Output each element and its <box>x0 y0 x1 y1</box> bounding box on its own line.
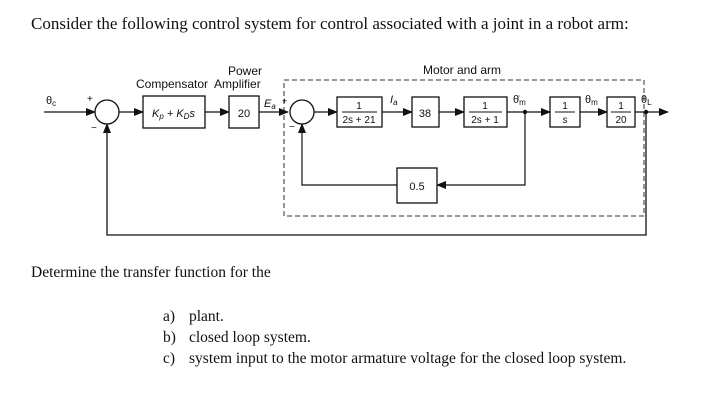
outer-feedback-path <box>103 112 647 236</box>
mechanical-num: 1 <box>482 101 488 112</box>
mechanical-den: 2s + 1 <box>471 115 499 126</box>
theta-m-label: θm <box>585 94 598 107</box>
theta-m-dot-label: θ̇m <box>513 94 526 107</box>
amplifier-gain: 20 <box>238 108 250 120</box>
question-a-label: a) <box>163 308 176 325</box>
inner-feedback-path-right <box>436 112 526 189</box>
question-b: b) closed loop system. <box>163 327 626 348</box>
compensator-tf: Kp + KDs <box>152 108 195 121</box>
ea-label: Ea <box>264 98 276 111</box>
question-a-text: plant. <box>189 308 224 325</box>
power-label: Power <box>228 64 262 78</box>
theta-l-label: θL <box>641 94 652 107</box>
summing-junction-2 <box>289 99 315 125</box>
sum2-minus: − <box>289 122 295 133</box>
question-c-label: c) <box>163 350 176 367</box>
inner-feedback-path-left <box>298 123 397 186</box>
block-diagram: Power Compensator Amplifier Motor and ar… <box>44 63 669 236</box>
sum1-plus: + <box>87 94 93 105</box>
question-c: c) system input to the motor armature vo… <box>163 348 626 369</box>
sum1-minus: − <box>91 123 97 134</box>
armature-num: 1 <box>356 101 362 112</box>
integrator-num: 1 <box>562 101 568 112</box>
question-a: a) plant. <box>163 306 626 327</box>
motor-and-arm-label: Motor and arm <box>423 63 501 77</box>
gear-den: 20 <box>615 115 627 126</box>
question-list: a) plant. b) closed loop system. c) syst… <box>163 306 626 369</box>
back-emf-block <box>396 167 438 204</box>
integrator-den: s <box>563 115 568 126</box>
armature-den: 2s + 21 <box>342 115 376 126</box>
question-b-label: b) <box>163 329 176 346</box>
compensator-amplifier-label: Compensator Amplifier <box>136 77 261 91</box>
summing-junction-1 <box>94 99 120 125</box>
ia-label: Ia <box>390 94 398 107</box>
theta-c-label: θc <box>46 95 56 108</box>
torque-constant-block <box>411 96 440 128</box>
intro-text: Consider the following control system fo… <box>31 14 629 33</box>
gear-num: 1 <box>618 101 624 112</box>
question-c-text: system input to the motor armature volta… <box>189 350 627 367</box>
sum2-plus: + <box>282 96 287 106</box>
motor-arm-boundary <box>283 79 645 217</box>
question-b-text: closed loop system. <box>189 329 311 346</box>
back-emf-gain: 0.5 <box>409 181 424 193</box>
torque-constant: 38 <box>419 108 431 120</box>
determine-text: Determine the transfer function for the <box>31 264 271 281</box>
